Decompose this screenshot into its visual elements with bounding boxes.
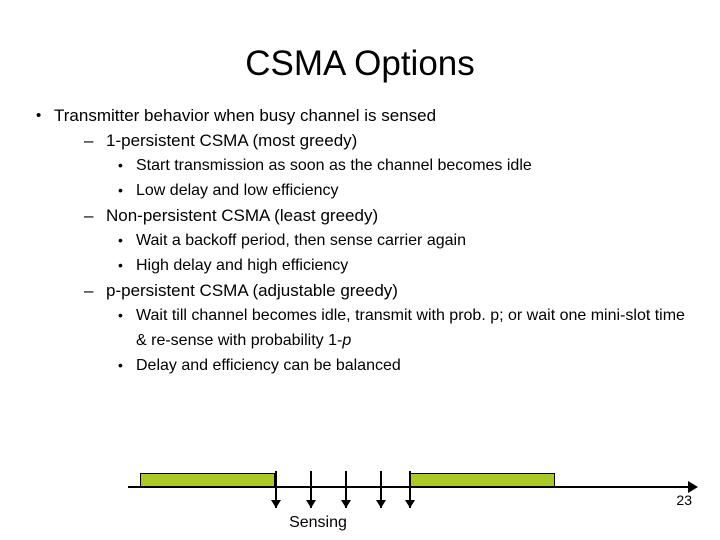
page-title: CSMA Options (245, 44, 475, 83)
sense-marker-line (380, 486, 382, 508)
sense-marker-line (345, 486, 347, 508)
bullet-marker: – (84, 281, 94, 300)
list-item: • High delay and high efficiency (98, 253, 696, 278)
bullet-text: Transmitter behavior when busy channel i… (54, 106, 437, 125)
sublist-wrapper: • Start transmission as soon as the chan… (54, 153, 696, 203)
list-item: • Transmitter behavior when busy channel… (24, 103, 696, 378)
list-item: • Wait till channel becomes idle, transm… (98, 303, 696, 353)
bullet-marker: – (84, 131, 94, 150)
bullet-list-level3: • Wait a backoff period, then sense carr… (54, 228, 696, 278)
bullet-text: Non-persistent CSMA (least greedy) (106, 206, 379, 225)
sensing-label: Sensing (289, 514, 347, 531)
bullet-marker: • (118, 307, 123, 323)
bullet-marker: • (118, 182, 123, 198)
bullet-list-level3: • Wait till channel becomes idle, transm… (54, 303, 696, 378)
timeline-arrow-icon (688, 481, 698, 493)
sense-arrow-icon (306, 500, 316, 508)
sense-marker-line (275, 486, 277, 508)
bullet-text: Wait a backoff period, then sense carrie… (136, 232, 466, 249)
bullet-text: 1-persistent CSMA (most greedy) (106, 131, 358, 150)
bullet-list-level3: • Start transmission as soon as the chan… (54, 153, 696, 203)
sense-arrow-icon (341, 500, 351, 508)
sense-arrow-icon (271, 500, 281, 508)
list-item: – 1-persistent CSMA (most greedy) (68, 128, 696, 153)
list-item: • Delay and efficiency can be balanced (98, 353, 696, 378)
sense-marker-line (310, 486, 312, 508)
list-item: • Low delay and low efficiency (98, 178, 696, 203)
bullet-marker: • (118, 232, 123, 248)
bullet-marker: – (84, 206, 94, 225)
bullet-marker: • (36, 107, 42, 124)
busy-period-bar-1 (140, 473, 275, 487)
timeline-tick (380, 471, 382, 487)
list-item: • Wait a backoff period, then sense carr… (98, 228, 696, 253)
bullet-list-level2: – 1-persistent CSMA (most greedy) • Star… (54, 128, 696, 378)
bullet-text: Start transmission as soon as the channe… (136, 157, 532, 174)
bullet-text: Wait till channel becomes idle, transmit… (136, 307, 685, 349)
list-item: – Non-persistent CSMA (least greedy) (68, 203, 696, 228)
timeline-tick (409, 471, 411, 487)
bullet-text: Delay and efficiency can be balanced (136, 357, 401, 374)
timeline-tick (275, 471, 277, 487)
sense-arrow-icon (405, 500, 415, 508)
bullet-marker: • (118, 357, 123, 373)
sense-marker-line (409, 486, 411, 508)
list-item: • Start transmission as soon as the chan… (98, 153, 696, 178)
bullet-list-level1: • Transmitter behavior when busy channel… (24, 103, 696, 378)
sublist-wrapper: • Wait till channel becomes idle, transm… (54, 303, 696, 378)
bullet-marker: • (118, 157, 123, 173)
bullet-text: Low delay and low efficiency (136, 182, 339, 199)
bullet-text: p-persistent CSMA (adjustable greedy) (106, 281, 398, 300)
busy-period-bar-2 (409, 473, 555, 487)
sense-arrow-icon (376, 500, 386, 508)
sublist-wrapper: • Wait a backoff period, then sense carr… (54, 228, 696, 278)
page-number: 23 (676, 492, 692, 508)
bullet-text: High delay and high efficiency (136, 257, 349, 274)
bullet-marker: • (118, 257, 123, 273)
timeline-tick (345, 471, 347, 487)
list-item: – p-persistent CSMA (adjustable greedy) (68, 278, 696, 303)
timeline-diagram: Sensing (0, 455, 720, 540)
timeline-tick (310, 471, 312, 487)
bullet-text-italic: p (342, 332, 352, 349)
slide-body: • Transmitter behavior when busy channel… (24, 103, 696, 378)
